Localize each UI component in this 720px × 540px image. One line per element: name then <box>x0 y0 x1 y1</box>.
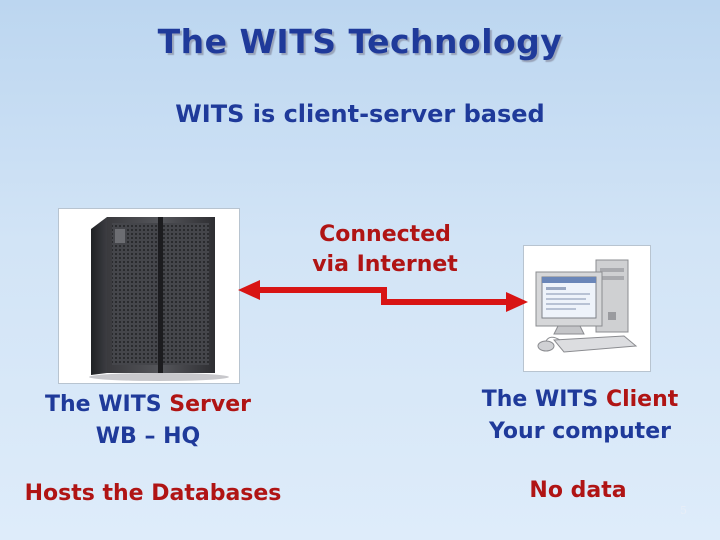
client-note: No data <box>529 478 627 503</box>
slide-subtitle: WITS is client-server based <box>175 100 545 128</box>
connection-label-line2: via Internet <box>312 252 458 277</box>
server-label-line1: The WITS Server <box>30 389 266 421</box>
server-note: Hosts the Databases <box>24 481 282 506</box>
client-label-highlight: Client <box>605 387 679 412</box>
double-arrow-icon <box>238 280 528 312</box>
server-label-line2: WB – HQ <box>95 424 201 449</box>
server-image <box>58 208 240 384</box>
slide-title: The WITS Technology <box>157 22 563 61</box>
client-label: The WITS Client Your computer <box>460 384 700 448</box>
page-number: 5 <box>680 504 687 517</box>
server-label-prefix: The WITS <box>45 392 170 417</box>
server-label-highlight: Server <box>169 392 251 417</box>
client-label-line1: The WITS Client <box>460 384 700 416</box>
server-label: The WITS Server WB – HQ <box>30 389 266 453</box>
client-label-line2: Your computer <box>489 419 671 444</box>
client-image <box>523 245 651 372</box>
server-cabinet-icon <box>89 217 229 381</box>
client-label-prefix: The WITS <box>481 387 606 412</box>
desktop-computer-icon <box>535 259 638 353</box>
connection-label-line1: Connected <box>319 222 451 247</box>
connection-label: Connected via Internet <box>300 220 470 280</box>
